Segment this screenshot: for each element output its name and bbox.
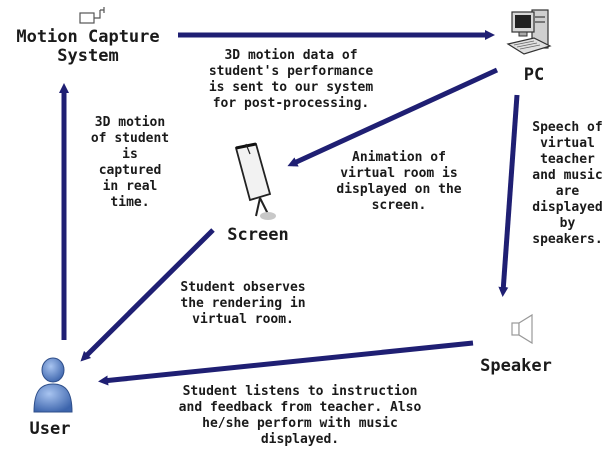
caption-pc-to-speaker: Speech of virtual teacher and music are …: [532, 120, 603, 247]
arrow-pc-to-screen: [287, 67, 499, 167]
speaker-label: Speaker: [480, 356, 552, 376]
speaker-icon: [511, 313, 533, 345]
arrow-speaker-to-user: [98, 340, 474, 386]
caption-speaker-to-user: Student listens to instruction and feedb…: [178, 384, 422, 447]
caption-user-to-capture: 3D motion of student is captured in real…: [90, 115, 170, 210]
user-icon: [33, 357, 73, 413]
arrow-screen-to-user: [80, 228, 215, 362]
caption-capture-to-pc: 3D motion data of student's performance …: [208, 48, 374, 111]
motion-capture-label: Motion Capture System: [16, 27, 160, 66]
screen-label: Screen: [227, 225, 289, 245]
projection-screen-icon: [234, 142, 276, 220]
pc-label: PC: [523, 65, 545, 85]
arrow-pc-to-speaker: [498, 94, 520, 297]
caption-pc-to-screen: Animation of virtual room is displayed o…: [336, 150, 462, 213]
computer-icon: [506, 9, 552, 55]
motion-capture-icon: [79, 7, 105, 24]
caption-screen-to-user: Student observes the rendering in virtua…: [180, 280, 306, 327]
user-label: User: [29, 419, 71, 439]
